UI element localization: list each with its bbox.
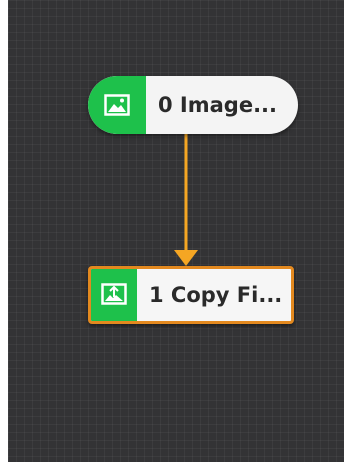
flow-canvas[interactable]: 0 Image... 1 Copy Fi...	[8, 0, 344, 462]
node-copy-file[interactable]: 1 Copy Fi...	[88, 266, 294, 324]
node-label: 1 Copy Fi...	[149, 283, 283, 307]
connector-arrowhead	[174, 250, 198, 266]
image-icon	[88, 76, 146, 134]
node-label: 0 Image...	[158, 93, 277, 117]
node-image-source[interactable]: 0 Image...	[88, 76, 298, 134]
node-connector	[174, 134, 198, 266]
copy-file-icon	[91, 269, 137, 321]
